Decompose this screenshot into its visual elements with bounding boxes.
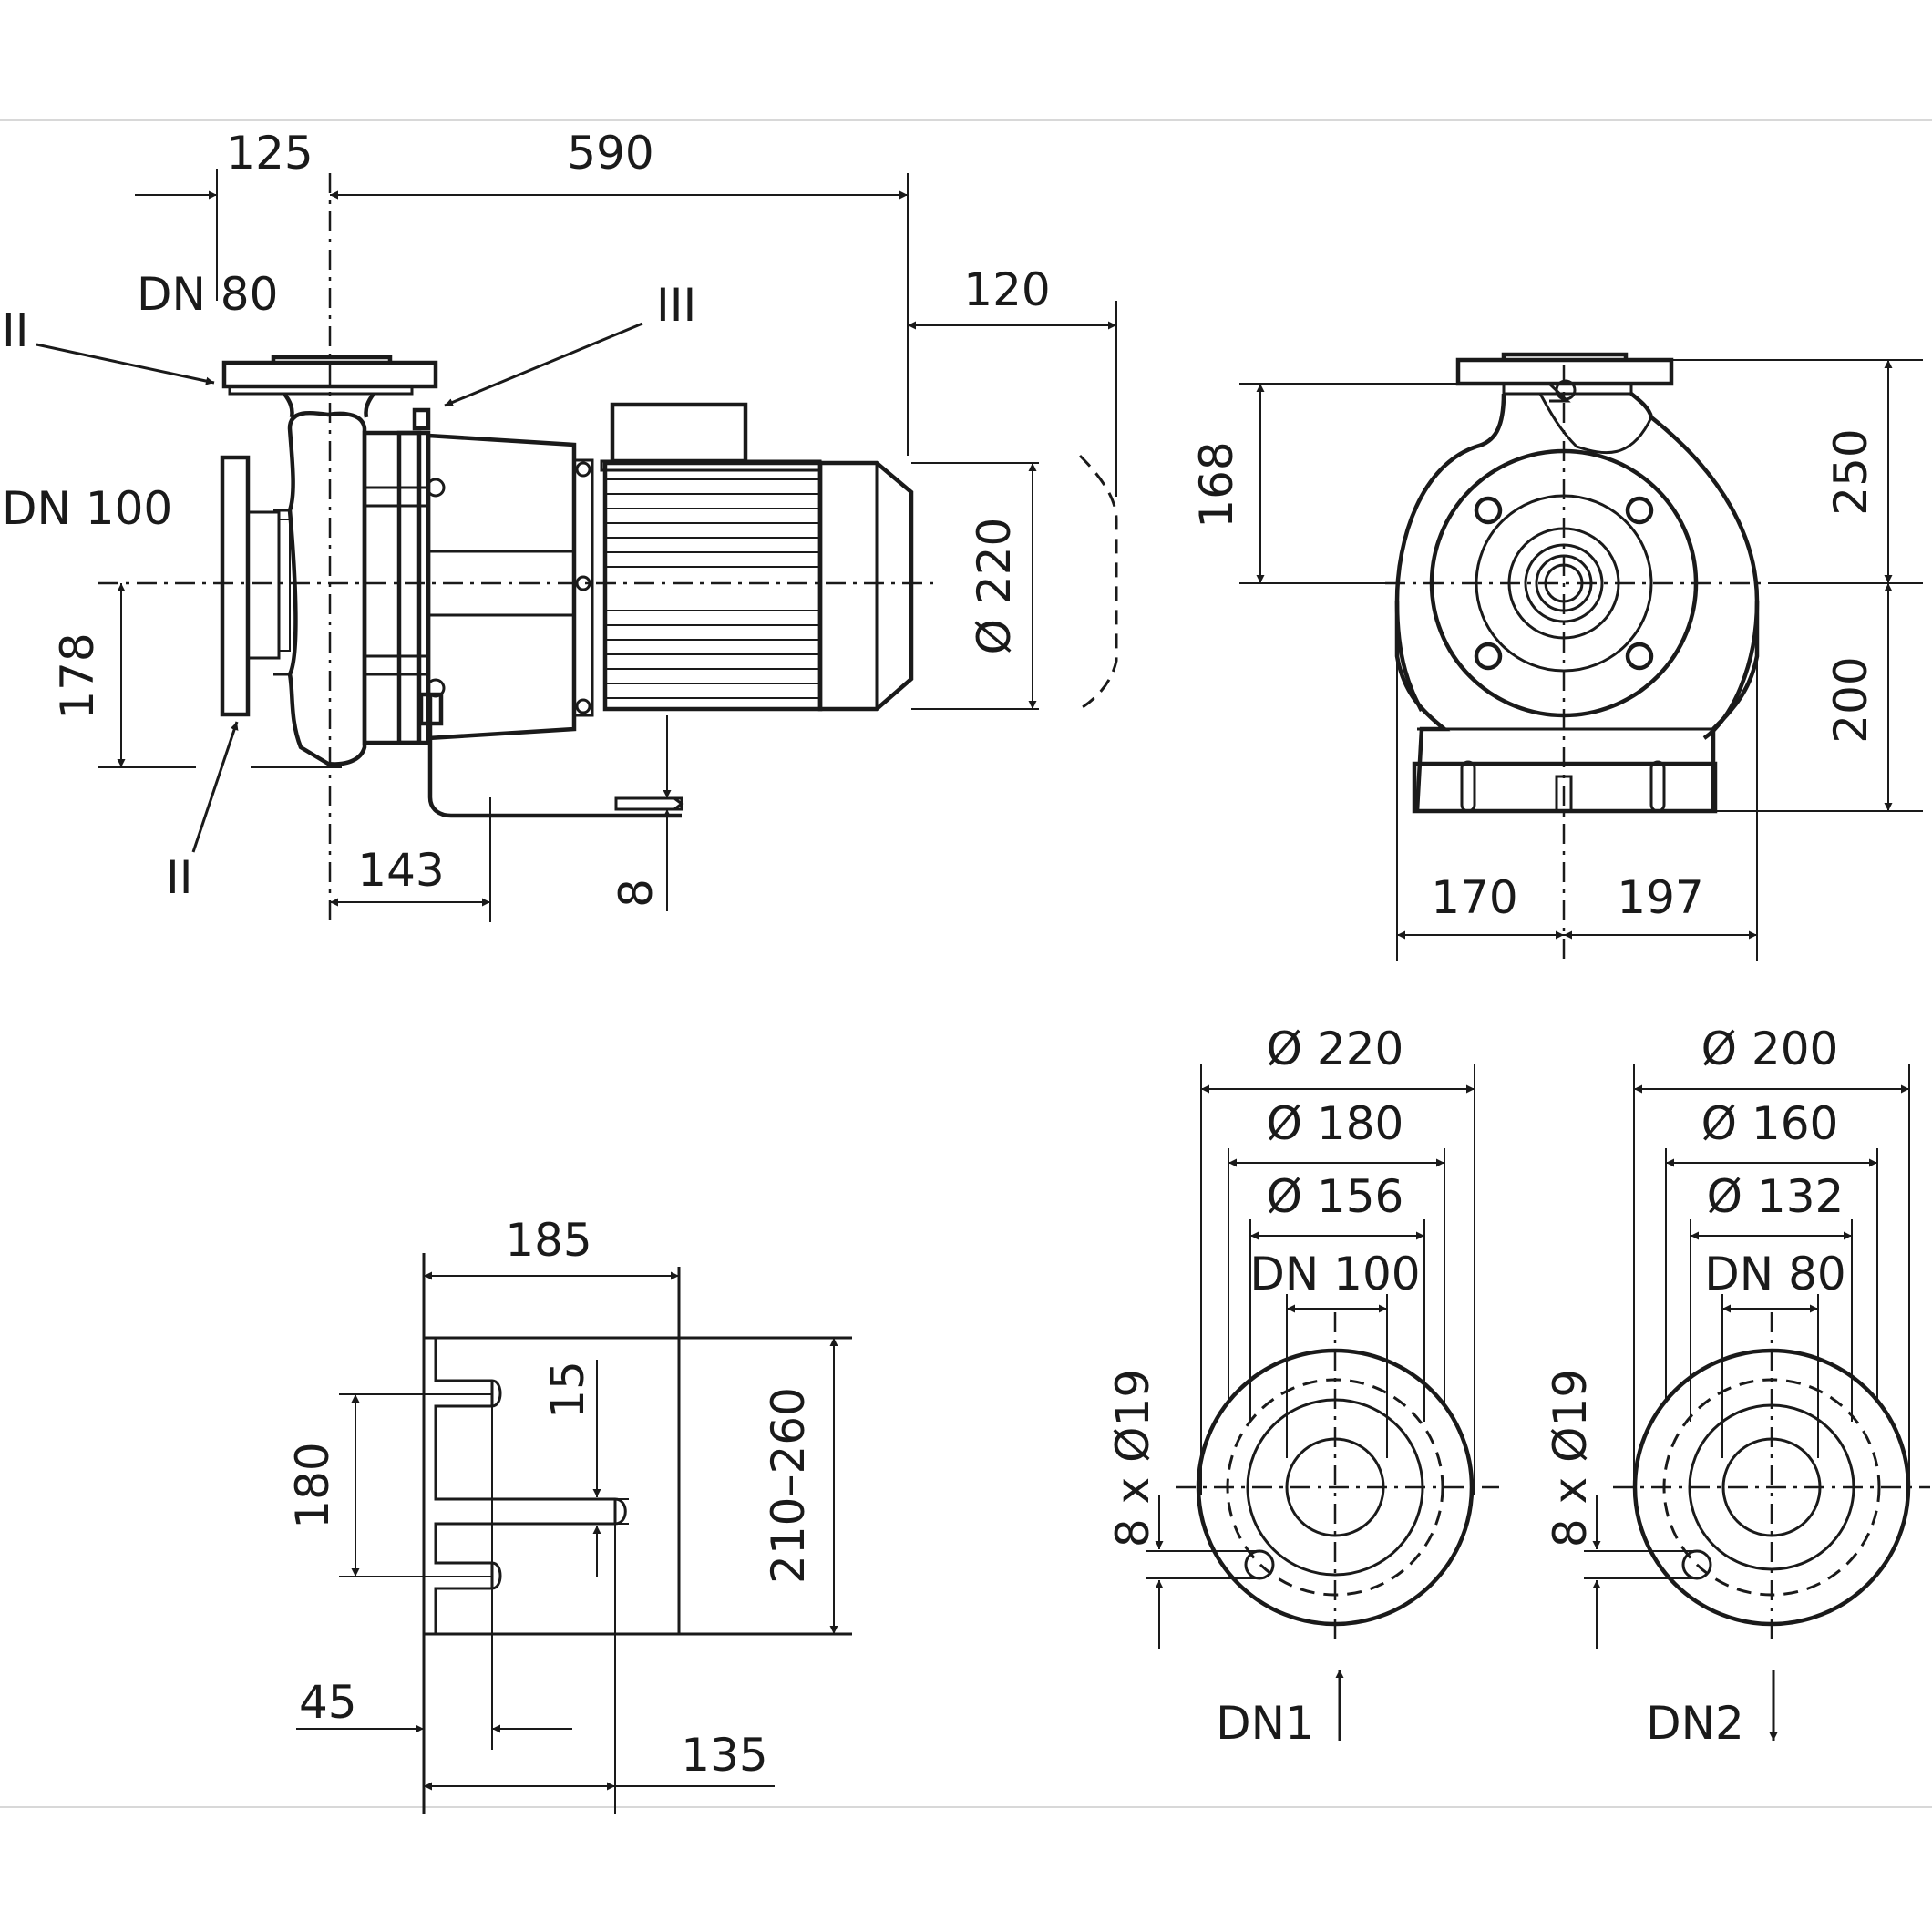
dn1-label: DN1 <box>1216 1697 1314 1750</box>
dn1-bolt-hole <box>1244 1549 1275 1580</box>
dim-180: 180 <box>286 1393 492 1577</box>
dim-8-label: 8 <box>610 879 663 908</box>
dn1-d-bolt-label: Ø 180 <box>1267 1097 1404 1150</box>
dn2-d-outer-label: Ø 200 <box>1701 1023 1839 1075</box>
dim-168-label: 168 <box>1190 441 1243 528</box>
dn1-d-raised-label: Ø 156 <box>1267 1170 1404 1223</box>
dim-15: 15 <box>541 1360 629 1577</box>
dn1-holes-label: 8 x Ø19 <box>1106 1369 1159 1547</box>
dim-15-label: 15 <box>541 1361 594 1419</box>
dim-590-label: 590 <box>567 127 653 180</box>
dim-143-label: 143 <box>357 844 444 897</box>
marker-iii: III <box>656 279 696 332</box>
leader-iii <box>444 322 643 407</box>
dim-210-260: 210–260 <box>762 1338 838 1634</box>
dim-170-label: 170 <box>1431 871 1517 924</box>
dim-135: 135 <box>424 1524 775 1814</box>
dim-135-label: 135 <box>681 1729 767 1782</box>
dim-210-260-label: 210–260 <box>762 1387 815 1584</box>
leader-ii-bottom <box>191 721 239 853</box>
dim-45: 45 <box>296 1406 572 1750</box>
dn-inlet-label: DN 100 <box>2 482 172 535</box>
dim-168: 168 <box>1190 383 1458 584</box>
dn2-d-bolt-label: Ø 160 <box>1701 1097 1839 1150</box>
dim-185: 185 <box>424 1214 679 1280</box>
dim-250-label: 250 <box>1824 428 1877 515</box>
dn1-dn-label: DN 100 <box>1249 1248 1420 1300</box>
foot-detail: 185 15 180 210–260 45 <box>286 1214 852 1814</box>
side-view: 125 590 120 DN 80 DN 100 II III II <box>2 127 1118 922</box>
front-view: 168 250 200 170 197 <box>1190 352 1923 961</box>
dim-45-label: 45 <box>299 1676 357 1729</box>
dn2-dn-label: DN 80 <box>1704 1248 1845 1300</box>
leader-ii-top <box>36 343 215 385</box>
dn-outlet-label: DN 80 <box>137 268 278 321</box>
motor-fins <box>605 478 820 699</box>
dim-197-label: 197 <box>1617 871 1703 924</box>
dn2-label: DN2 <box>1646 1697 1744 1750</box>
dim-8: 8 <box>610 715 672 911</box>
pump-side-outline <box>98 173 1118 920</box>
dim-178: 178 <box>51 583 342 768</box>
dim-178-label: 178 <box>51 632 104 719</box>
pump-front-outline <box>1385 352 1768 961</box>
dim-143: 143 <box>330 797 491 922</box>
dim-120-label: 120 <box>963 263 1050 316</box>
dim-diameter-220-label: Ø 220 <box>968 518 1021 655</box>
dim-200-label: 200 <box>1824 656 1877 743</box>
marker-ii-bottom: II <box>166 851 193 904</box>
dn1-d-outer-label: Ø 220 <box>1267 1023 1404 1075</box>
flange-dn2-detail: Ø 200 Ø 160 Ø 132 DN 80 8 x Ø19 DN2 <box>1544 1023 1930 1750</box>
dim-125-label: 125 <box>226 127 313 180</box>
dim-590: 590 <box>330 127 909 456</box>
dim-250-200: 250 200 <box>1671 359 1923 812</box>
dim-185-label: 185 <box>505 1214 591 1267</box>
dim-diameter-220: Ø 220 <box>911 462 1039 710</box>
dn2-d-raised-label: Ø 132 <box>1707 1170 1845 1223</box>
dim-170-197: 170 197 <box>1396 656 1758 961</box>
dim-120: 120 <box>908 263 1117 497</box>
dim-180-label: 180 <box>286 1442 339 1528</box>
dn2-holes-label: 8 x Ø19 <box>1544 1369 1597 1547</box>
marker-ii-top: II <box>2 304 29 357</box>
flange-dn1-detail: Ø 220 Ø 180 Ø 156 DN 100 8 x Ø19 DN1 <box>1106 1023 1499 1750</box>
